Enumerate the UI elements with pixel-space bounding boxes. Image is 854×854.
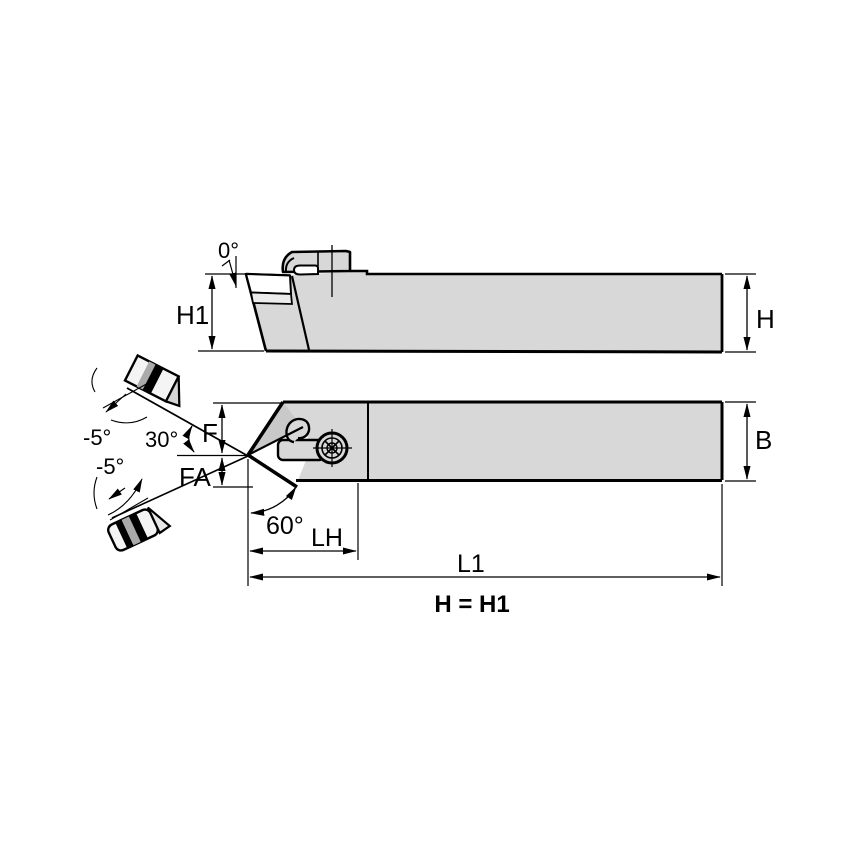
label-b: B bbox=[755, 425, 772, 455]
label-tilt-bottom: -5° bbox=[96, 454, 124, 479]
tilt-marker-top bbox=[91, 367, 151, 424]
side-view-body bbox=[246, 271, 722, 352]
insert-detail-top bbox=[123, 353, 181, 408]
label-fa: FA bbox=[179, 462, 211, 492]
side-view: 0° H1 H bbox=[176, 238, 775, 354]
dimension-f-fa bbox=[213, 402, 281, 488]
insert-detail-bottom bbox=[107, 506, 172, 552]
label-lh: LH bbox=[311, 524, 343, 552]
front-view-body bbox=[248, 402, 722, 480]
clamp-slot bbox=[292, 264, 319, 276]
dimension-h1 bbox=[198, 273, 264, 352]
lead-angle-arrow bbox=[182, 425, 195, 453]
pocket-shim-side bbox=[249, 291, 293, 305]
head-face-line bbox=[290, 275, 311, 351]
label-point-angle: 60° bbox=[266, 512, 304, 540]
pocket-insert-side bbox=[244, 272, 293, 296]
dimension-lh bbox=[247, 459, 359, 586]
side-view-outline bbox=[244, 269, 724, 354]
label-lead-angle: 30° bbox=[145, 427, 178, 452]
dimension-l1 bbox=[249, 484, 723, 586]
dimension-h bbox=[725, 273, 756, 353]
point-angle-arc bbox=[250, 486, 297, 516]
label-rake-angle: 0° bbox=[218, 238, 239, 263]
insert-wedge bbox=[248, 402, 302, 455]
label-tilt-top: -5° bbox=[83, 425, 111, 450]
label-f: F bbox=[202, 418, 218, 448]
label-h: H bbox=[756, 304, 775, 334]
front-view-outline bbox=[246, 400, 724, 489]
front-view: -5° 30° F -5° FA B 60° LH L1 bbox=[83, 353, 772, 586]
screw-icon bbox=[313, 429, 352, 467]
equation-note: H = H1 bbox=[434, 591, 509, 618]
clamp-finger-curve bbox=[284, 257, 295, 273]
dimension-b bbox=[725, 401, 756, 482]
label-l1: L1 bbox=[457, 550, 485, 578]
tilt-marker-bottom bbox=[93, 476, 149, 521]
construction-lines bbox=[111, 387, 249, 519]
label-h1: H1 bbox=[176, 300, 209, 330]
